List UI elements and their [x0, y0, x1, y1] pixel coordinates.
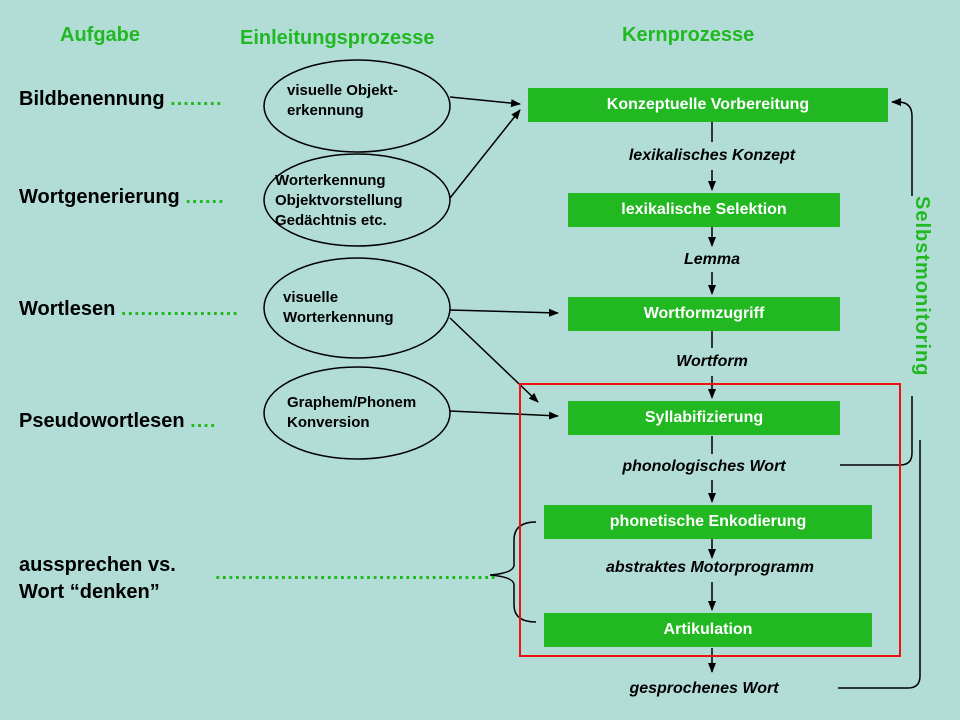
label-spoken-word: gesprochenes Wort	[629, 680, 779, 697]
ellipse-text-line: erkennung	[287, 102, 364, 119]
box-syllabification: Syllabifizierung	[568, 401, 840, 435]
task-dots: ....	[190, 410, 217, 432]
ellipse-text-line: Worterkennung	[275, 172, 386, 189]
ellipse-text-line: visuelle Objekt-	[287, 82, 398, 99]
box-lexical-selection: lexikalische Selektion	[568, 193, 840, 227]
arrow-visual-word-to-syllab	[449, 317, 539, 403]
arrow-object-to-concept	[449, 96, 521, 108]
ellipse-text-word-recognition: Worterkennung Objektvorstellung Gedächtn…	[275, 171, 403, 231]
label-wordform: Wortform	[676, 353, 748, 370]
label-self-monitoring: Selbstmonitoring	[910, 196, 934, 396]
task-pseudoword-reading: Pseudowortlesen ....	[19, 410, 216, 433]
label-lexical-concept: lexikalisches Konzept	[628, 147, 796, 164]
task-label-line2: Wort “denken”	[19, 581, 160, 603]
task-speak-vs-think: aussprechen vs. Wort “denken”	[19, 552, 176, 606]
task-dots: ........	[170, 88, 223, 110]
ellipse-text-line: Konversion	[287, 414, 370, 431]
ellipse-text-line: Graphem/Phonem	[287, 394, 417, 411]
ellipse-text-line: visuelle	[283, 289, 339, 306]
box-phonetic-encoding: phonetische Enkodierung	[544, 505, 872, 539]
ellipse-text-line: Gedächtnis etc.	[275, 212, 387, 229]
task-label: Pseudowortlesen	[19, 410, 185, 432]
arrow-visual-word-to-wordform	[449, 308, 559, 317]
label-phonological-word: phonologisches Wort	[622, 458, 786, 475]
ellipse-text-line: Worterkennung	[283, 309, 394, 326]
box-conceptual-preparation: Konzeptuelle Vorbereitung	[528, 88, 888, 122]
ellipse-text-visual-word-recognition: visuelle Worterkennung	[283, 288, 394, 328]
box-wordform-access: Wortformzugriff	[568, 297, 840, 331]
ellipse-text-grapheme-phoneme: Graphem/Phonem Konversion	[287, 393, 416, 433]
task-label: Wortlesen	[19, 298, 116, 320]
box-articulation: Artikulation	[544, 613, 872, 647]
task-dots: ......	[185, 186, 225, 208]
label-abstract-motor-program: abstraktes Motorprogramm	[605, 559, 815, 576]
arrow-grapheme-to-syllab	[449, 410, 559, 420]
task-picture-naming: Bildbenennung ........	[19, 88, 223, 111]
task-dots-speak: ........................................…	[215, 562, 497, 584]
header-core-processes: Kernprozesse	[622, 24, 755, 46]
header-initial-processes: Einleitungsprozesse	[240, 27, 435, 49]
task-word-generation: Wortgenerierung ......	[19, 186, 225, 209]
task-label: Wortgenerierung	[19, 186, 180, 208]
header-task: Aufgabe	[60, 24, 140, 46]
task-word-reading: Wortlesen ..................	[19, 298, 239, 321]
task-label-line1: aussprechen vs.	[19, 554, 176, 576]
ellipse-text-line: Objektvorstellung	[275, 192, 403, 209]
ellipse-text-object-recognition: visuelle Objekt- erkennung	[287, 81, 398, 121]
task-label: Bildbenennung	[19, 88, 165, 110]
task-dots: ..................	[120, 298, 239, 320]
label-lemma: Lemma	[683, 251, 741, 268]
arrow-wordrec-to-concept	[449, 109, 521, 199]
